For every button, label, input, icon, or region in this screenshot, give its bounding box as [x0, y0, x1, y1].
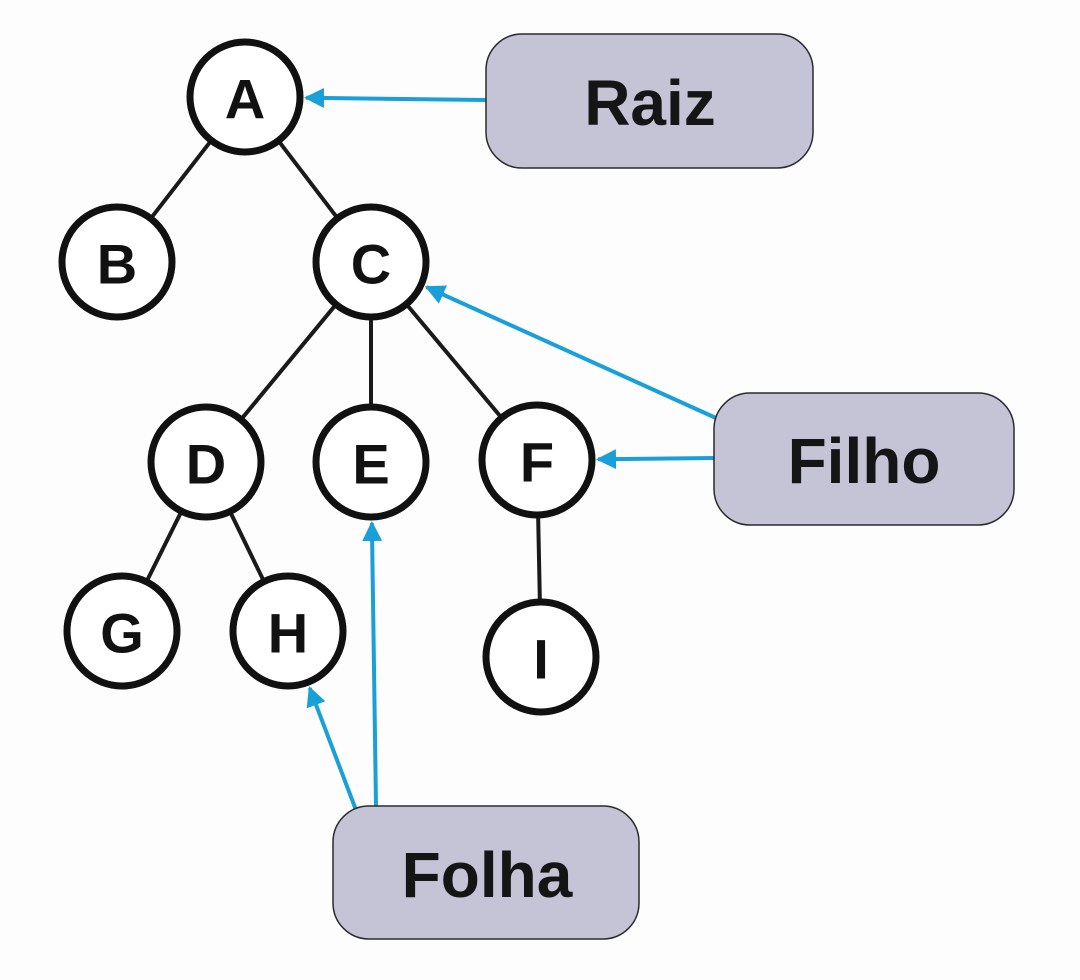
node-c-circle: [312, 203, 430, 321]
node-e-label: E: [352, 433, 389, 496]
arrow-folha-to-e: [362, 520, 383, 807]
node-f-label: F: [520, 431, 554, 494]
edge-d-h: [228, 510, 266, 583]
node-b-label: B: [97, 233, 137, 296]
node-c: C: [312, 203, 430, 321]
edge-c-d: [239, 303, 338, 421]
edge-a-c: [276, 139, 340, 220]
callout-raiz-label: Raiz: [584, 67, 716, 139]
node-b-circle: [58, 203, 176, 321]
node-g-label: G: [100, 602, 144, 665]
arrow-filho-to-c: [424, 285, 717, 420]
node-e-circle: [312, 403, 430, 521]
node-h-circle: [229, 572, 347, 690]
callout-pointers: [303, 87, 717, 811]
tree-nodes: A B C D E F G H: [58, 38, 600, 716]
node-i-label: I: [533, 628, 549, 691]
node-e: E: [312, 403, 430, 521]
callout-raiz-box: [485, 33, 814, 169]
edge-d-g: [144, 510, 184, 583]
callouts: Raiz Filho Folha: [332, 33, 1015, 940]
node-a-label: A: [225, 68, 265, 131]
node-h-label: H: [268, 602, 308, 665]
node-c-label: C: [351, 233, 391, 296]
node-d: D: [147, 403, 265, 521]
node-i: I: [482, 598, 600, 716]
callout-folha: Folha: [332, 805, 640, 940]
callout-raiz: Raiz: [485, 33, 814, 169]
arrow-filho-to-f: [595, 449, 715, 470]
node-a-circle: [186, 38, 304, 156]
node-g-circle: [63, 572, 181, 690]
node-b: B: [58, 203, 176, 321]
edge-f-i: [536, 514, 542, 603]
callout-filho-label: Filho: [788, 425, 941, 497]
callout-folha-label: Folha: [402, 839, 573, 911]
node-g: G: [63, 572, 181, 690]
node-h: H: [229, 572, 347, 690]
callout-filho: Filho: [713, 392, 1015, 526]
node-i-circle: [482, 598, 600, 716]
arrow-folha-to-h: [306, 686, 358, 811]
node-d-circle: [147, 403, 265, 521]
tree-edges: [144, 139, 542, 603]
node-d-label: D: [186, 433, 226, 496]
node-f: F: [478, 401, 596, 519]
arrow-raiz-to-a: [303, 87, 487, 108]
node-a: A: [186, 38, 304, 156]
callout-filho-box: [713, 392, 1015, 526]
node-f-circle: [478, 401, 596, 519]
callout-folha-box: [332, 805, 640, 940]
edge-c-f: [404, 302, 504, 420]
edge-a-b: [149, 139, 213, 220]
